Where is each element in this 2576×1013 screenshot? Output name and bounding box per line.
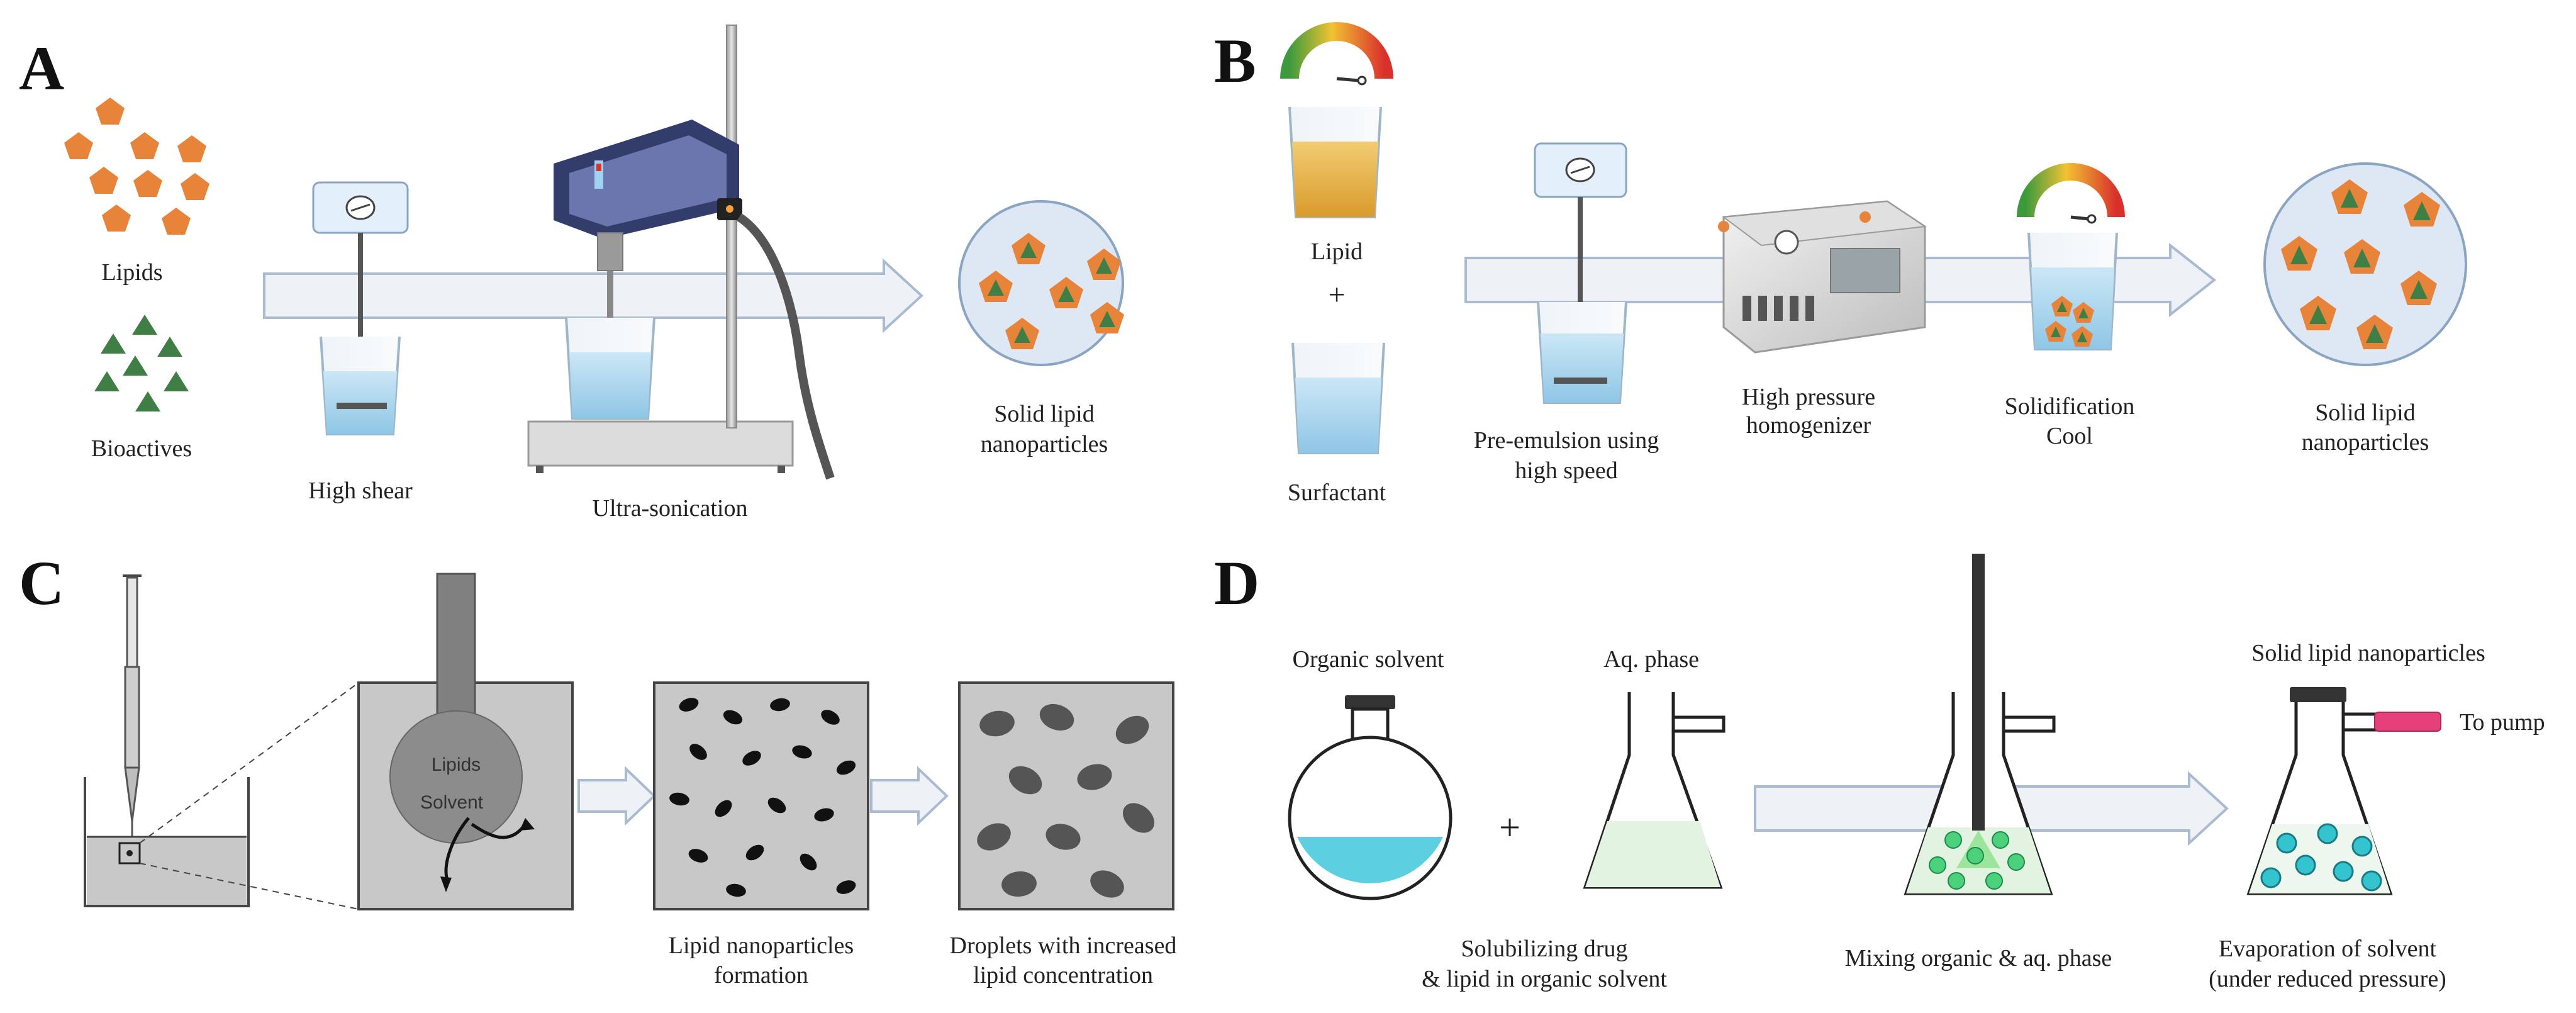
solidification-line1: Solidification bbox=[2005, 393, 2135, 420]
surfactant-label: Surfactant bbox=[1288, 479, 1386, 506]
to-pump-label: To pump bbox=[2460, 709, 2545, 736]
zoom-line-bottom bbox=[139, 863, 359, 910]
round-bottom-flask bbox=[1288, 695, 1452, 900]
solvent-inner-label: Solvent bbox=[420, 792, 484, 813]
aq-phase-flask bbox=[1583, 692, 1726, 889]
evaporation-flask bbox=[2246, 687, 2441, 895]
result-a-line1: Solid lipid bbox=[994, 401, 1094, 427]
panel-b: B Lipid + Surfactant bbox=[1214, 22, 2467, 506]
lipid-label: Lipid bbox=[1311, 238, 1363, 265]
high-pressure-homogenizer bbox=[1718, 200, 1927, 354]
cooling-beaker bbox=[2027, 232, 2118, 350]
high-shear-label: High shear bbox=[308, 478, 413, 504]
syringe-bath bbox=[84, 574, 250, 907]
ultrasonicator bbox=[527, 25, 835, 480]
droplets-box bbox=[958, 681, 1174, 910]
lipids-inner-label: Lipids bbox=[432, 754, 481, 775]
homogenizer-line1: High pressure bbox=[1742, 384, 1875, 410]
ultrasonication-label: Ultra-sonication bbox=[593, 495, 748, 522]
surfactant-beaker bbox=[1291, 342, 1385, 454]
temperature-gauge-2 bbox=[2017, 163, 2125, 224]
formation-line2: formation bbox=[714, 962, 808, 988]
sln-result-circle-b bbox=[2263, 162, 2467, 366]
preemulsion-line1: Pre-emulsion using bbox=[1474, 427, 1659, 454]
aq-phase-label: Aq. phase bbox=[1603, 646, 1699, 673]
organic-solvent-label: Organic solvent bbox=[1293, 646, 1444, 673]
preemulsion-mixer bbox=[1534, 142, 1627, 404]
panel-c: C Lipids Solvent bbox=[19, 548, 1176, 988]
plus-d: + bbox=[1499, 807, 1520, 848]
panel-c-letter: C bbox=[19, 548, 64, 618]
homogenizer-line2: homogenizer bbox=[1746, 412, 1871, 439]
droplets-line1: Droplets with increased bbox=[950, 932, 1177, 959]
process-arrow-c1 bbox=[577, 766, 656, 826]
zoom-box: Lipids Solvent bbox=[357, 573, 574, 910]
panel-a-letter: A bbox=[19, 33, 64, 103]
result-a-line2: nanoparticles bbox=[981, 431, 1108, 457]
sln-label: Solid lipid nanoparticles bbox=[2251, 640, 2485, 666]
preemulsion-line2: high speed bbox=[1515, 457, 1618, 484]
panel-d-letter: D bbox=[1214, 548, 1259, 618]
lipid-pentagons bbox=[64, 98, 209, 235]
mixing-label: Mixing organic & aq. phase bbox=[1845, 945, 2112, 971]
formation-line1: Lipid nanoparticles bbox=[669, 932, 854, 959]
bioactive-triangles bbox=[94, 315, 189, 411]
lipid-beaker bbox=[1288, 106, 1382, 218]
result-b-line2: nanoparticles bbox=[2302, 429, 2429, 456]
process-arrow-a bbox=[263, 258, 923, 333]
evaporation-line2: (under reduced pressure) bbox=[2209, 966, 2446, 992]
panel-d: D Organic solvent + Aq. phase Solubilizi… bbox=[1214, 548, 2545, 992]
lipids-label: Lipids bbox=[101, 259, 162, 286]
solubilizing-line1: Solubilizing drug bbox=[1461, 936, 1628, 962]
bioactives-label: Bioactives bbox=[91, 435, 192, 462]
temperature-gauge-1 bbox=[1280, 22, 1393, 86]
mixing-flask bbox=[1904, 554, 2056, 895]
evaporation-line1: Evaporation of solvent bbox=[2219, 936, 2437, 962]
panel-a: A Lipids Bioactives bbox=[19, 25, 1124, 522]
solidification-line2: Cool bbox=[2046, 423, 2093, 449]
droplets-line2: lipid concentration bbox=[973, 962, 1153, 988]
nanoparticle-formation-box bbox=[653, 681, 869, 910]
process-arrow-c2 bbox=[870, 766, 949, 826]
sln-result-circle-a bbox=[958, 200, 1124, 366]
result-b-line1: Solid lipid bbox=[2315, 400, 2415, 426]
solubilizing-line2: & lipid in organic solvent bbox=[1422, 966, 1667, 992]
panel-b-letter: B bbox=[1214, 26, 1256, 96]
high-shear-mixer bbox=[312, 181, 409, 435]
plus-b: + bbox=[1328, 278, 1345, 311]
